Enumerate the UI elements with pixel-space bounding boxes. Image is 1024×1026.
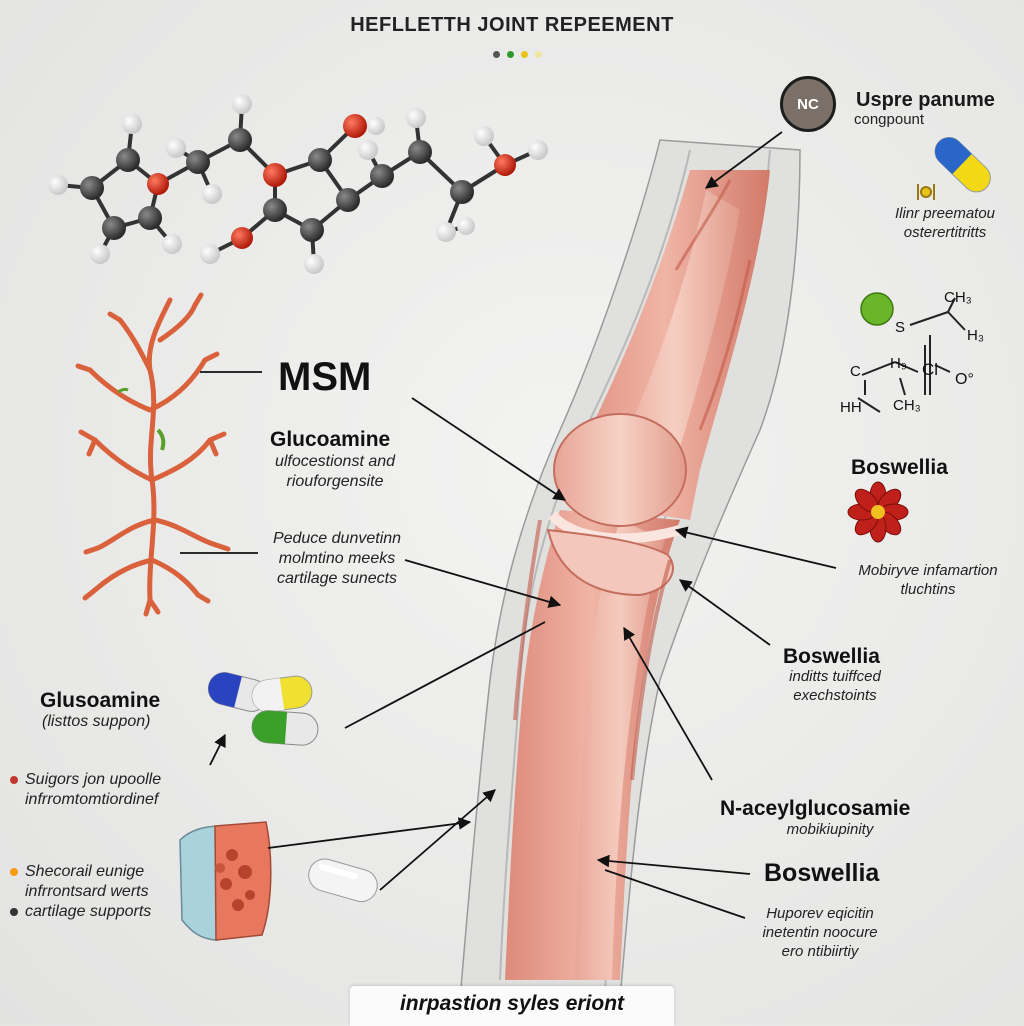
nerve-branch-icon <box>75 292 231 617</box>
label-glusoamine: Glusoamine <box>40 689 161 712</box>
footer-banner: inrpastion syles eriont <box>350 986 674 1026</box>
text-line: Peduce dunvetinn <box>272 530 402 547</box>
nc-badge: NC <box>780 76 836 132</box>
chem-label: H₉ <box>890 355 907 372</box>
text-line: tluchtins <box>900 580 956 598</box>
label-uspre-desc: congpount <box>854 111 925 128</box>
bullet-list-a: Suigors jon upoolle infrromtomtiordinef <box>10 770 161 810</box>
bullet-item: infrrontsard werts <box>25 883 149 900</box>
text-line: molmtino meeks <box>278 550 396 567</box>
text-line: ulfocestionst and <box>274 453 396 470</box>
chem-label: O° <box>955 371 974 388</box>
chem-label: C <box>850 363 861 380</box>
label-huporev: Huporev eqicitin inetentin noocure ero n… <box>740 905 900 961</box>
label-boswellia-2-desc: inditts tuiffced exechstoints <box>760 668 910 706</box>
bullet-text: cartilage supports <box>25 903 152 920</box>
bullet-item: cartilage supports <box>10 902 151 922</box>
label-boswellia-2: Boswellia <box>783 645 880 668</box>
text-line: cartilage sunects <box>276 570 398 587</box>
label-ilinr: Ilinr preematou osterertitritts <box>870 205 1020 243</box>
title-dot <box>507 51 514 58</box>
chem-label: HH <box>840 399 862 416</box>
bullet-text: Suigors jon upoolle <box>25 771 162 788</box>
bullet-list-b: Shecorail eunige infrrontsard werts cart… <box>10 862 151 922</box>
leader-lines <box>180 131 837 919</box>
title-dot <box>535 51 542 58</box>
label-n-acetylglucosamine-desc: mobikiupinity <box>786 821 874 838</box>
chem-label: Cl <box>922 360 938 379</box>
bullet-item: Shecorail eunige <box>10 862 151 882</box>
title-dots <box>493 45 549 63</box>
text-line: inetentin noocure <box>762 923 878 941</box>
bullet-text: Shecorail eunige <box>25 863 145 880</box>
bullet-dot <box>10 907 18 916</box>
diagram-title: HEFLLETTH JOINT REPEEMENT <box>350 14 674 36</box>
bracket-icon <box>917 184 935 200</box>
chem-label: CH₃ <box>944 289 972 306</box>
label-boswellia-1: Boswellia <box>851 456 948 479</box>
bullet-dot <box>10 775 18 784</box>
label-peduce: Peduce dunvetinn molmtino meeks cartilag… <box>262 529 412 589</box>
capsule-icon <box>934 136 991 193</box>
title-dot <box>493 51 500 58</box>
label-glucoamine: Glucoamine <box>270 428 391 451</box>
bullet-item: infrromtomtiordinef <box>25 791 159 808</box>
label-n-acetylglucosamine: N-aceylglucosamie <box>720 797 911 820</box>
chem-label: H₃ <box>967 327 984 344</box>
text-line: exechstoints <box>793 686 877 704</box>
nerve-leaf <box>117 387 129 394</box>
flower-icon <box>847 481 909 543</box>
text-line: inditts tuiffced <box>789 668 881 685</box>
molecule-atoms <box>48 94 548 274</box>
text-line: Mobiryve infamartion <box>858 562 998 579</box>
label-boswellia-3: Boswellia <box>764 859 880 887</box>
label-msm: MSM <box>278 355 372 399</box>
label-mobiryve: Mobiryve infamartion tluchtins <box>838 562 1018 600</box>
label-glusoamine-desc: (listtos suppon) <box>42 713 151 730</box>
chem-label: CH₃ <box>893 397 921 414</box>
chem-label: S <box>895 319 905 336</box>
text-line: osterertitritts <box>903 223 987 241</box>
nerve-leaf <box>156 428 166 451</box>
text-line: ero ntibiirtiy <box>781 942 859 960</box>
text-line: Huporev eqicitin <box>766 905 874 922</box>
cartilage-block-icon <box>179 821 272 941</box>
bullet-item: Suigors jon upoolle <box>10 770 161 790</box>
text-line: riouforgensite <box>286 473 384 490</box>
chemical-structure-icon <box>857 292 966 413</box>
bullet-dot <box>10 867 18 876</box>
text-line: Ilinr preematou <box>894 205 996 222</box>
pill-capsules-icon <box>207 672 319 746</box>
footer-title: inrpastion syles eriont <box>399 992 625 1015</box>
label-uspre: Uspre panume <box>856 89 995 111</box>
title-dot <box>521 51 528 58</box>
knee-joint-illustration <box>459 139 801 1001</box>
label-glucoamine-desc: ulfocestionst and riouforgensite <box>260 452 410 492</box>
capsule-icon <box>308 858 378 903</box>
